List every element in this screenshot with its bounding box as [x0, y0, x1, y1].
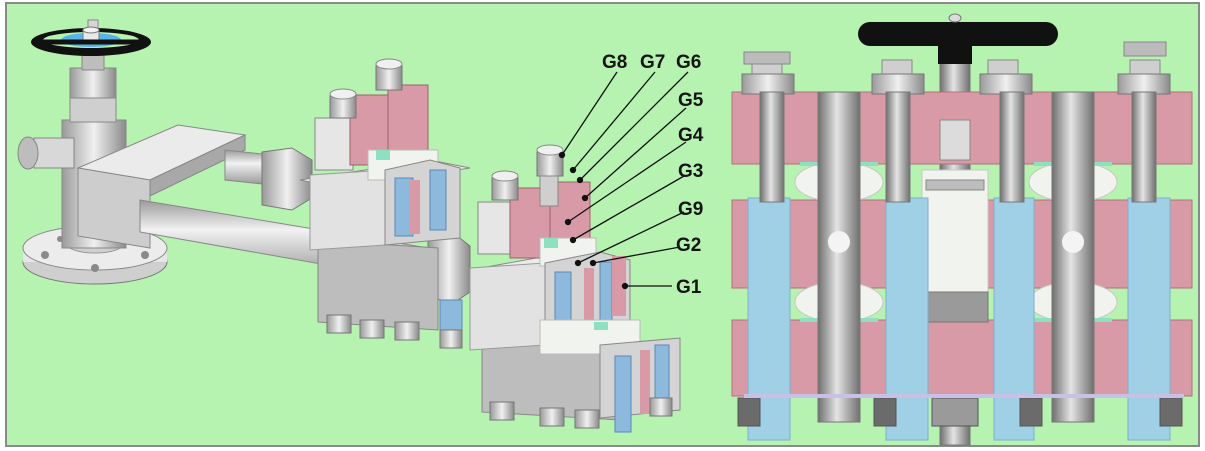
valve-flange-assembly-drawing: G8 G7 G6 G5 G4 G3 G9 G2 G1	[17, 19, 704, 433]
top-bolts	[741, 41, 1171, 203]
inner-rods	[817, 91, 1095, 423]
label-g5: G5	[678, 90, 704, 111]
label-g7: G7	[640, 52, 665, 73]
callout-leaders	[558, 71, 689, 290]
handwheel-icon	[31, 26, 151, 56]
label-g1: G1	[676, 277, 702, 298]
callout-labels: G8 G7 G6 G5 G4 G3 G9 G2 G1	[602, 52, 704, 298]
upper-flange-block	[299, 58, 471, 341]
cross-section-handwheel-icon	[858, 13, 1058, 64]
label-g4: G4	[678, 125, 704, 146]
lower-flange-block	[439, 144, 681, 433]
flange-stack-cross-section-drawing	[731, 13, 1193, 446]
label-g6: G6	[676, 52, 701, 73]
label-g8: G8	[602, 52, 627, 73]
label-g3: G3	[678, 161, 703, 182]
valve-outlet-block	[76, 124, 247, 249]
label-g2: G2	[676, 235, 701, 256]
label-g9: G9	[678, 199, 703, 220]
bottom-nuts	[737, 394, 1184, 427]
